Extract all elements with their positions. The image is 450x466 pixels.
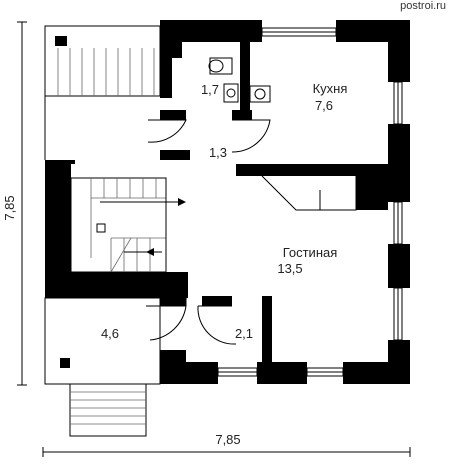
room-vestibule-area: 2,1 [235, 326, 253, 341]
room-hall-area: 1,3 [209, 145, 227, 160]
dimension-height-label: 7,85 [2, 195, 17, 220]
windows [217, 27, 403, 377]
room-kitchen-area: 7,6 [315, 98, 333, 113]
kitchen-sink-icon [249, 85, 271, 103]
door-living [146, 298, 187, 341]
door-hall-right [231, 119, 271, 153]
room-kitchen-name: Кухня [313, 81, 348, 96]
counter-angle [261, 175, 357, 211]
lower-porch [44, 297, 161, 385]
upper-terrace [44, 25, 161, 160]
dimension-width-label: 7,85 [215, 432, 240, 447]
toilet-icon [208, 57, 233, 75]
dimension-width: 7,85 [42, 432, 411, 457]
staircase [70, 177, 167, 273]
watermark: postroi.ru [400, 0, 446, 12]
door-hall-left [147, 119, 187, 143]
stair-arrow-up [100, 198, 186, 206]
room-living-name: Гостиная [283, 245, 338, 260]
sink-icon [223, 83, 239, 103]
dimension-height: 7,85 [2, 21, 27, 386]
walls [45, 20, 410, 384]
stair-arrow-down [124, 248, 162, 256]
entry-stairs-top [57, 48, 155, 96]
room-porch-area: 4,6 [101, 326, 119, 341]
door-vestibule [197, 305, 237, 345]
room-wc-area: 1,7 [201, 82, 219, 97]
room-living-area: 13,5 [277, 261, 302, 276]
entry-stairs-bottom [69, 383, 147, 437]
